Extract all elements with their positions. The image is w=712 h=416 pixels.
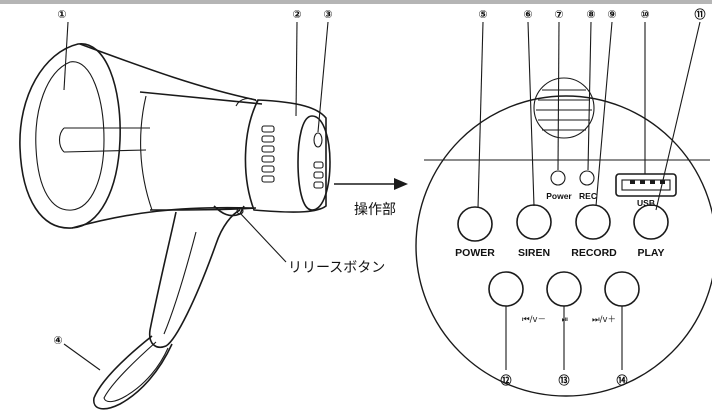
record-button[interactable] (575, 204, 611, 240)
svg-text:⑩: ⑩ (640, 8, 649, 21)
top-clip (235, 97, 259, 107)
callout-7: ⑦ (554, 8, 564, 171)
handle (148, 209, 241, 348)
svg-text:⑤: ⑤ (478, 8, 487, 21)
operation-panel: Power REC USB POWER SIREN RECORD PLAY (415, 77, 712, 397)
svg-text:USB: USB (637, 198, 655, 208)
play-pause-button[interactable] (546, 271, 582, 307)
svg-text:⏭/v＋: ⏭/v＋ (592, 315, 616, 325)
svg-text:⏮/v－: ⏮/v－ (522, 315, 546, 325)
rear-cap (297, 115, 331, 211)
callout-2: ② (292, 8, 302, 117)
callout-1: ① (57, 8, 69, 91)
rear-cap-knob (313, 132, 323, 148)
callout-10: ⑩ (640, 8, 650, 174)
svg-text:RECORD: RECORD (571, 247, 617, 259)
release-button-label: リリースボタン (288, 260, 385, 276)
svg-text:SIREN: SIREN (518, 247, 550, 259)
callout-3: ③ (317, 8, 333, 133)
callout-14: ⑭ (617, 306, 628, 387)
svg-text:⑫: ⑫ (501, 373, 512, 387)
svg-text:Power: Power (546, 191, 572, 201)
wrist-strap-inner (103, 341, 169, 403)
svg-text:⑭: ⑭ (617, 373, 628, 387)
horn-mouth (19, 43, 121, 229)
svg-text:④: ④ (53, 334, 62, 347)
svg-text:⑨: ⑨ (607, 8, 616, 21)
play-button[interactable] (633, 204, 669, 240)
body-tube (139, 91, 263, 211)
callout-6: ⑥ (523, 8, 535, 207)
body-ridge (140, 95, 153, 211)
callout-5: ⑤ (477, 8, 488, 209)
rec-led (579, 170, 595, 186)
callout-4: ④ (53, 334, 101, 371)
svg-text:⑧: ⑧ (586, 8, 595, 21)
horn-cone-bottom (71, 206, 253, 229)
svg-text:PLAY: PLAY (637, 247, 664, 259)
handle-grip (163, 231, 197, 335)
callout-12: ⑫ (501, 306, 512, 387)
svg-text:⑬: ⑬ (559, 373, 570, 387)
svg-text:POWER: POWER (455, 247, 495, 259)
svg-text:①: ① (57, 8, 66, 21)
horn-throat (58, 127, 150, 153)
power-led (550, 170, 566, 186)
top-bar (0, 0, 712, 4)
rear-housing (244, 99, 327, 213)
callout-9: ⑨ (595, 8, 617, 207)
panel-arrow (334, 178, 408, 190)
callout-13: ⑬ (559, 306, 570, 387)
horn-cone (79, 43, 257, 101)
speaker-grille (533, 77, 595, 139)
rear-grille (261, 125, 275, 183)
svg-text:③: ③ (323, 8, 332, 21)
prev-vol-down-button[interactable] (488, 271, 524, 307)
callout-8: ⑧ (586, 8, 596, 171)
megaphone-illustration (19, 43, 331, 410)
usb-port: USB (615, 173, 677, 208)
svg-text:⏯: ⏯ (562, 315, 569, 325)
svg-text:⑦: ⑦ (554, 8, 563, 21)
operation-panel-label: 操作部 (354, 202, 396, 218)
next-vol-up-button[interactable] (604, 271, 640, 307)
svg-text:⑪: ⑪ (695, 7, 706, 21)
siren-button[interactable] (516, 204, 552, 240)
svg-text:⑥: ⑥ (523, 8, 532, 21)
power-button[interactable] (457, 206, 493, 242)
wrist-strap (93, 335, 173, 410)
svg-text:②: ② (292, 8, 301, 21)
callout-11: ⑪ (655, 7, 706, 211)
svg-text:REC: REC (579, 191, 597, 201)
horn-mouth-inner (35, 61, 105, 211)
release-leader (239, 212, 287, 263)
